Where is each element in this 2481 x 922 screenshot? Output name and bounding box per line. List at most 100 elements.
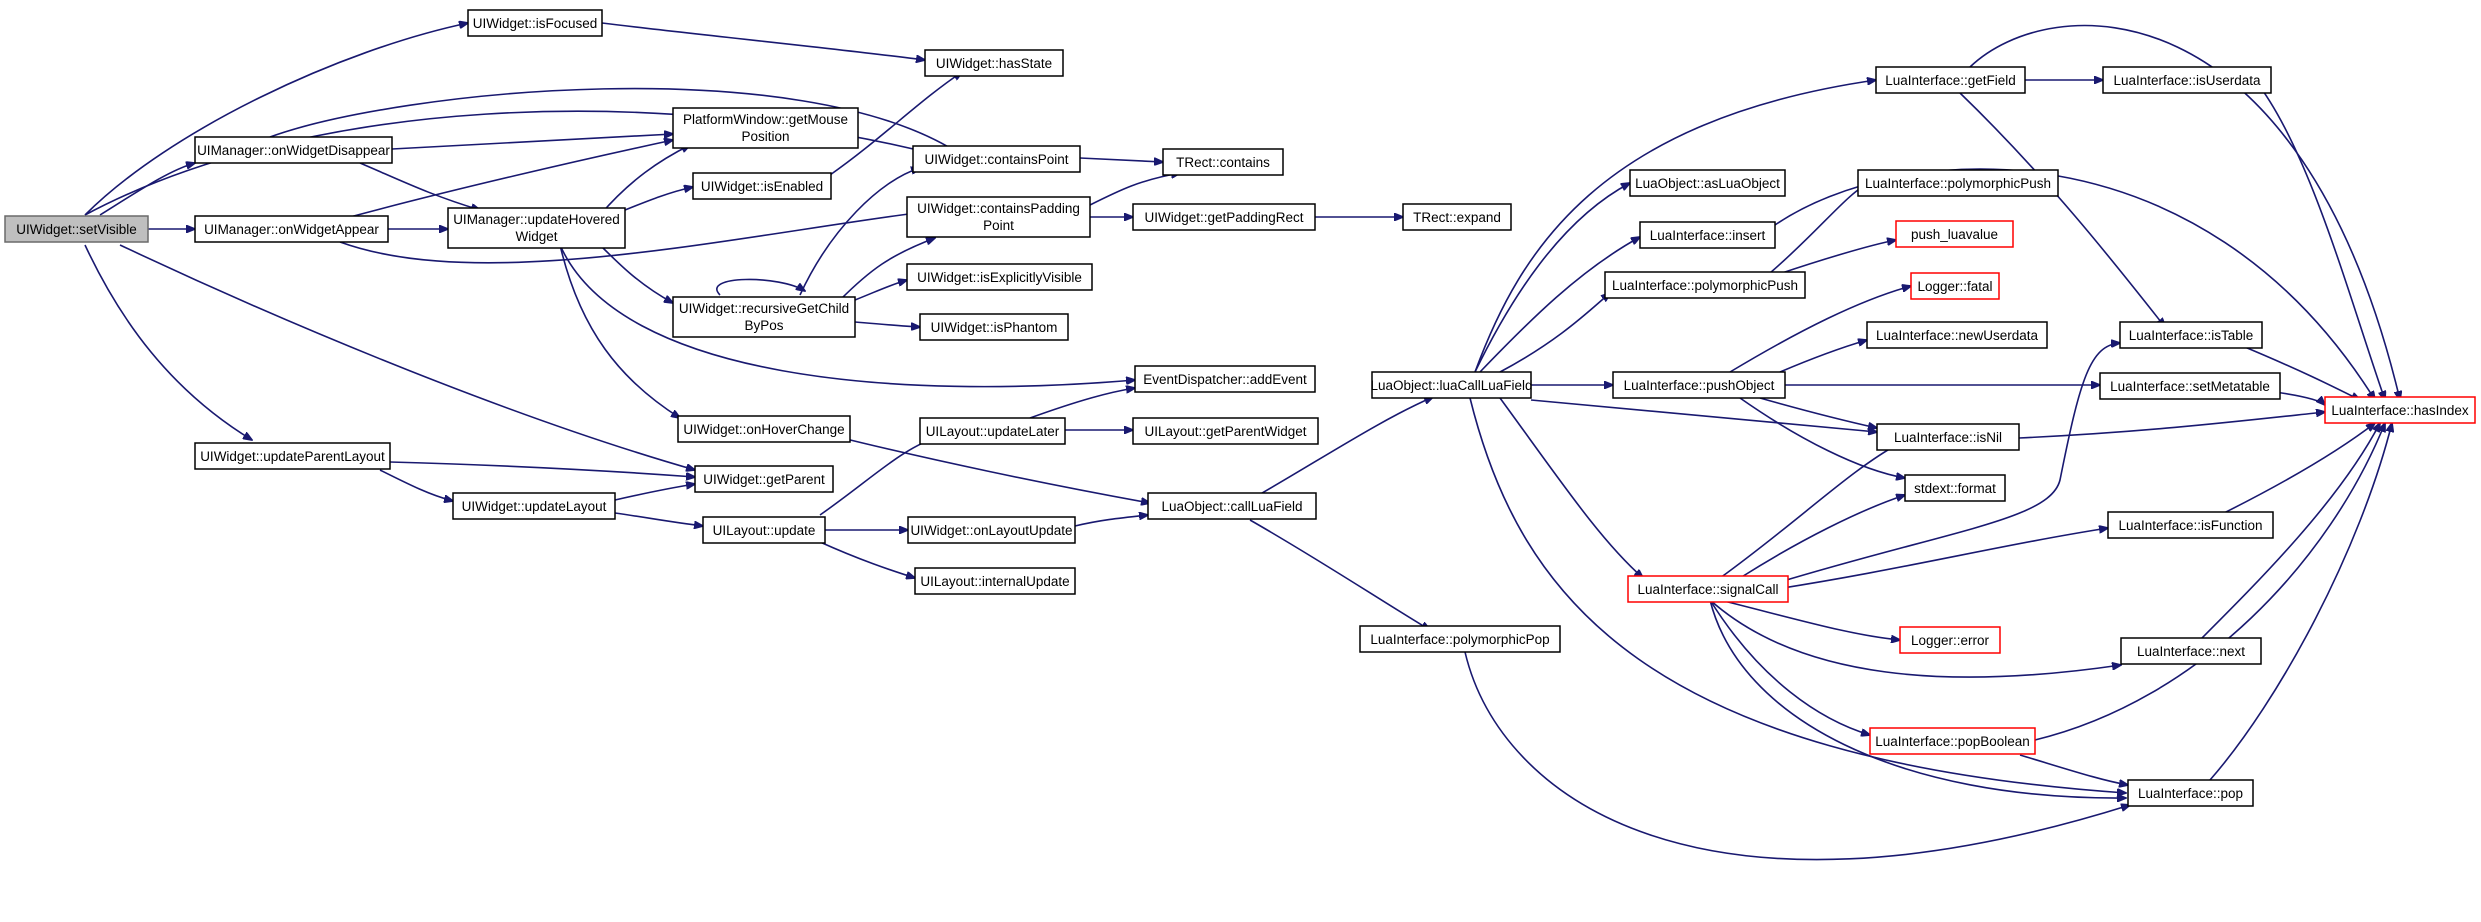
node-luacallluafield-label: LuaObject::luaCallLuaField <box>1370 378 1532 393</box>
node-getparent-label: UIWidget::getParent <box>703 472 825 487</box>
edge-signalcall-pop <box>1709 599 2126 798</box>
node-addevent[interactable]: EventDispatcher::addEvent <box>1134 365 1316 393</box>
node-hasstate-label: UIWidget::hasState <box>936 56 1052 71</box>
node-updatehoveredwidget-line2: Widget <box>515 229 557 244</box>
node-updatelater[interactable]: UILayout::updateLater <box>919 417 1066 445</box>
edge-pop-hasindex <box>2209 423 2392 781</box>
node-asluaobject[interactable]: LuaObject::asLuaObject <box>1629 169 1786 197</box>
node-pushobject[interactable]: LuaInterface::pushObject <box>1612 371 1786 399</box>
node-internalupdate[interactable]: UILayout::internalUpdate <box>914 567 1076 595</box>
edge-insert-hasindex <box>1774 168 2375 400</box>
node-pushluavalue-label: push_luavalue <box>1911 227 1998 242</box>
node-setvisible[interactable]: UIWidget::setVisible <box>4 215 149 243</box>
node-loggerfatal-label: Logger::fatal <box>1917 279 1992 294</box>
edge-updateparentlayout-updatelayout <box>379 469 453 501</box>
edge-isfunction-hasindex <box>2219 423 2375 516</box>
edge-isnil-hasindex <box>2018 412 2325 439</box>
edge-setvisible-getparent <box>119 244 695 470</box>
node-luacallluafield[interactable]: LuaObject::luaCallLuaField <box>1370 371 1533 399</box>
node-onwidgetappear-label: UIManager::onWidgetAppear <box>204 222 379 237</box>
node-onlayoutupdate[interactable]: UIWidget::onLayoutUpdate <box>907 516 1076 544</box>
node-layoutupdate-label: UILayout::update <box>713 523 816 538</box>
edge-popboolean-pop <box>2019 754 2128 785</box>
node-next-label: LuaInterface::next <box>2137 644 2245 659</box>
node-layoutupdate[interactable]: UILayout::update <box>702 516 826 544</box>
node-getparent[interactable]: UIWidget::getParent <box>694 465 834 493</box>
node-getfield[interactable]: LuaInterface::getField <box>1875 66 2026 94</box>
node-polymorphicpop[interactable]: LuaInterface::polymorphicPop <box>1359 625 1561 653</box>
node-popboolean[interactable]: LuaInterface::popBoolean <box>1869 727 2036 755</box>
node-isenabled[interactable]: UIWidget::isEnabled <box>692 172 832 200</box>
node-containspaddingpoint[interactable]: UIWidget::containsPadding Point <box>906 196 1091 238</box>
node-next[interactable]: LuaInterface::next <box>2120 637 2262 665</box>
node-trectexpand-label: TRect::expand <box>1413 210 1501 225</box>
node-updatelayout[interactable]: UIWidget::updateLayout <box>452 492 616 520</box>
edge-istable-hasindex <box>2239 344 2360 400</box>
node-hasstate[interactable]: UIWidget::hasState <box>924 49 1064 77</box>
edge-ondisappear-updatehovered <box>359 162 480 210</box>
node-trectcontains-label: TRect::contains <box>1176 155 1270 170</box>
node-isuserdata[interactable]: LuaInterface::isUserdata <box>2102 66 2272 94</box>
node-loggererror[interactable]: Logger::error <box>1899 626 2001 654</box>
node-stdextformat[interactable]: stdext::format <box>1904 474 2006 502</box>
node-onwidgetdisappear[interactable]: UIManager::onWidgetDisappear <box>194 136 393 164</box>
edge-luacall-isnil <box>1530 399 1877 432</box>
node-pushluavalue[interactable]: push_luavalue <box>1895 220 2014 248</box>
node-istable[interactable]: LuaInterface::isTable <box>2119 321 2263 349</box>
node-polymorphicpushsmall-label: LuaInterface::polymorphicPush <box>1865 176 2051 191</box>
node-updateparentlayout[interactable]: UIWidget::updateParentLayout <box>194 442 391 470</box>
node-getpaddingrect[interactable]: UIWidget::getPaddingRect <box>1132 203 1316 231</box>
node-setmetatable[interactable]: LuaInterface::setMetatable <box>2099 372 2281 400</box>
node-newuserdata[interactable]: LuaInterface::newUserdata <box>1866 321 2048 349</box>
edge-signalcall-next <box>1709 599 2121 678</box>
node-getparentwidget[interactable]: UILayout::getParentWidget <box>1132 417 1319 445</box>
node-polymorphicpush[interactable]: LuaInterface::polymorphicPush <box>1604 271 1806 299</box>
node-trectexpand[interactable]: TRect::expand <box>1402 203 1512 231</box>
node-pop[interactable]: LuaInterface::pop <box>2127 779 2254 807</box>
node-updatehoveredwidget[interactable]: UIManager::updateHovered Widget <box>447 207 626 249</box>
edge-recursive-containspoint <box>799 168 920 296</box>
edge-luacall-pop <box>1469 397 2126 793</box>
node-containspoint[interactable]: UIWidget::containsPoint <box>912 145 1081 173</box>
node-pop-label: LuaInterface::pop <box>2138 786 2243 801</box>
node-onwidgetdisappear-label: UIManager::onWidgetDisappear <box>197 143 390 158</box>
node-isphantom[interactable]: UIWidget::isPhantom <box>919 313 1069 341</box>
node-updatehoveredwidget-line1: UIManager::updateHovered <box>453 212 620 227</box>
node-onhoverchange[interactable]: UIWidget::onHoverChange <box>677 415 851 443</box>
edge-callluafield-polymorphicpop <box>1249 519 1430 630</box>
node-insert[interactable]: LuaInterface::insert <box>1639 221 1776 249</box>
node-isphantom-label: UIWidget::isPhantom <box>931 320 1058 335</box>
edge-onappear-getmouseposition <box>349 140 673 218</box>
node-addevent-label: EventDispatcher::addEvent <box>1143 372 1307 387</box>
node-isfocused[interactable]: UIWidget::isFocused <box>467 9 603 37</box>
node-updatelater-label: UILayout::updateLater <box>926 424 1060 439</box>
node-getpaddingrect-label: UIWidget::getPaddingRect <box>1144 210 1303 225</box>
node-polymorphicpushsmall[interactable]: LuaInterface::polymorphicPush <box>1857 169 2059 197</box>
node-signalcall[interactable]: LuaInterface::signalCall <box>1627 575 1789 603</box>
node-hasindex[interactable]: LuaInterface::hasIndex <box>2324 396 2476 424</box>
node-recursivegetchildbypos[interactable]: UIWidget::recursiveGetChild ByPos <box>672 296 856 338</box>
edge-updatehovered-addevent <box>559 244 1135 388</box>
edge-pushobject-isnil <box>1759 397 1877 428</box>
node-setmetatable-label: LuaInterface::setMetatable <box>2110 379 2270 394</box>
node-isexplicitlyvisible[interactable]: UIWidget::isExplicitlyVisible <box>906 263 1093 291</box>
edge-getfield-hasindex <box>1969 24 2400 400</box>
node-trectcontains[interactable]: TRect::contains <box>1162 148 1284 176</box>
edge-luacall-insert <box>1479 237 1640 373</box>
edge-signalcall-isnil <box>1719 443 1900 579</box>
node-onlayoutupdate-label: UIWidget::onLayoutUpdate <box>910 523 1072 538</box>
node-loggerfatal[interactable]: Logger::fatal <box>1910 272 2000 300</box>
node-onwidgetappear[interactable]: UIManager::onWidgetAppear <box>194 215 389 243</box>
node-getmouseposition[interactable]: PlatformWindow::getMouse Position <box>672 107 859 149</box>
node-isfunction[interactable]: LuaInterface::isFunction <box>2107 511 2274 539</box>
edge-recursive-containspaddingpoint <box>839 238 935 301</box>
node-callluafield[interactable]: LuaObject::callLuaField <box>1147 492 1317 520</box>
edge-polymorphicpop-pop <box>1464 651 2130 861</box>
edge-recursive-isexplicitlyvisible <box>854 280 907 301</box>
node-isfocused-label: UIWidget::isFocused <box>473 16 598 31</box>
node-loggererror-label: Logger::error <box>1911 633 1990 648</box>
edge-updatehovered-recursivegetchild <box>599 244 673 303</box>
node-isnil[interactable]: LuaInterface::isNil <box>1876 423 2020 451</box>
edge-setvisible-onwidgetdisappear <box>99 163 195 216</box>
